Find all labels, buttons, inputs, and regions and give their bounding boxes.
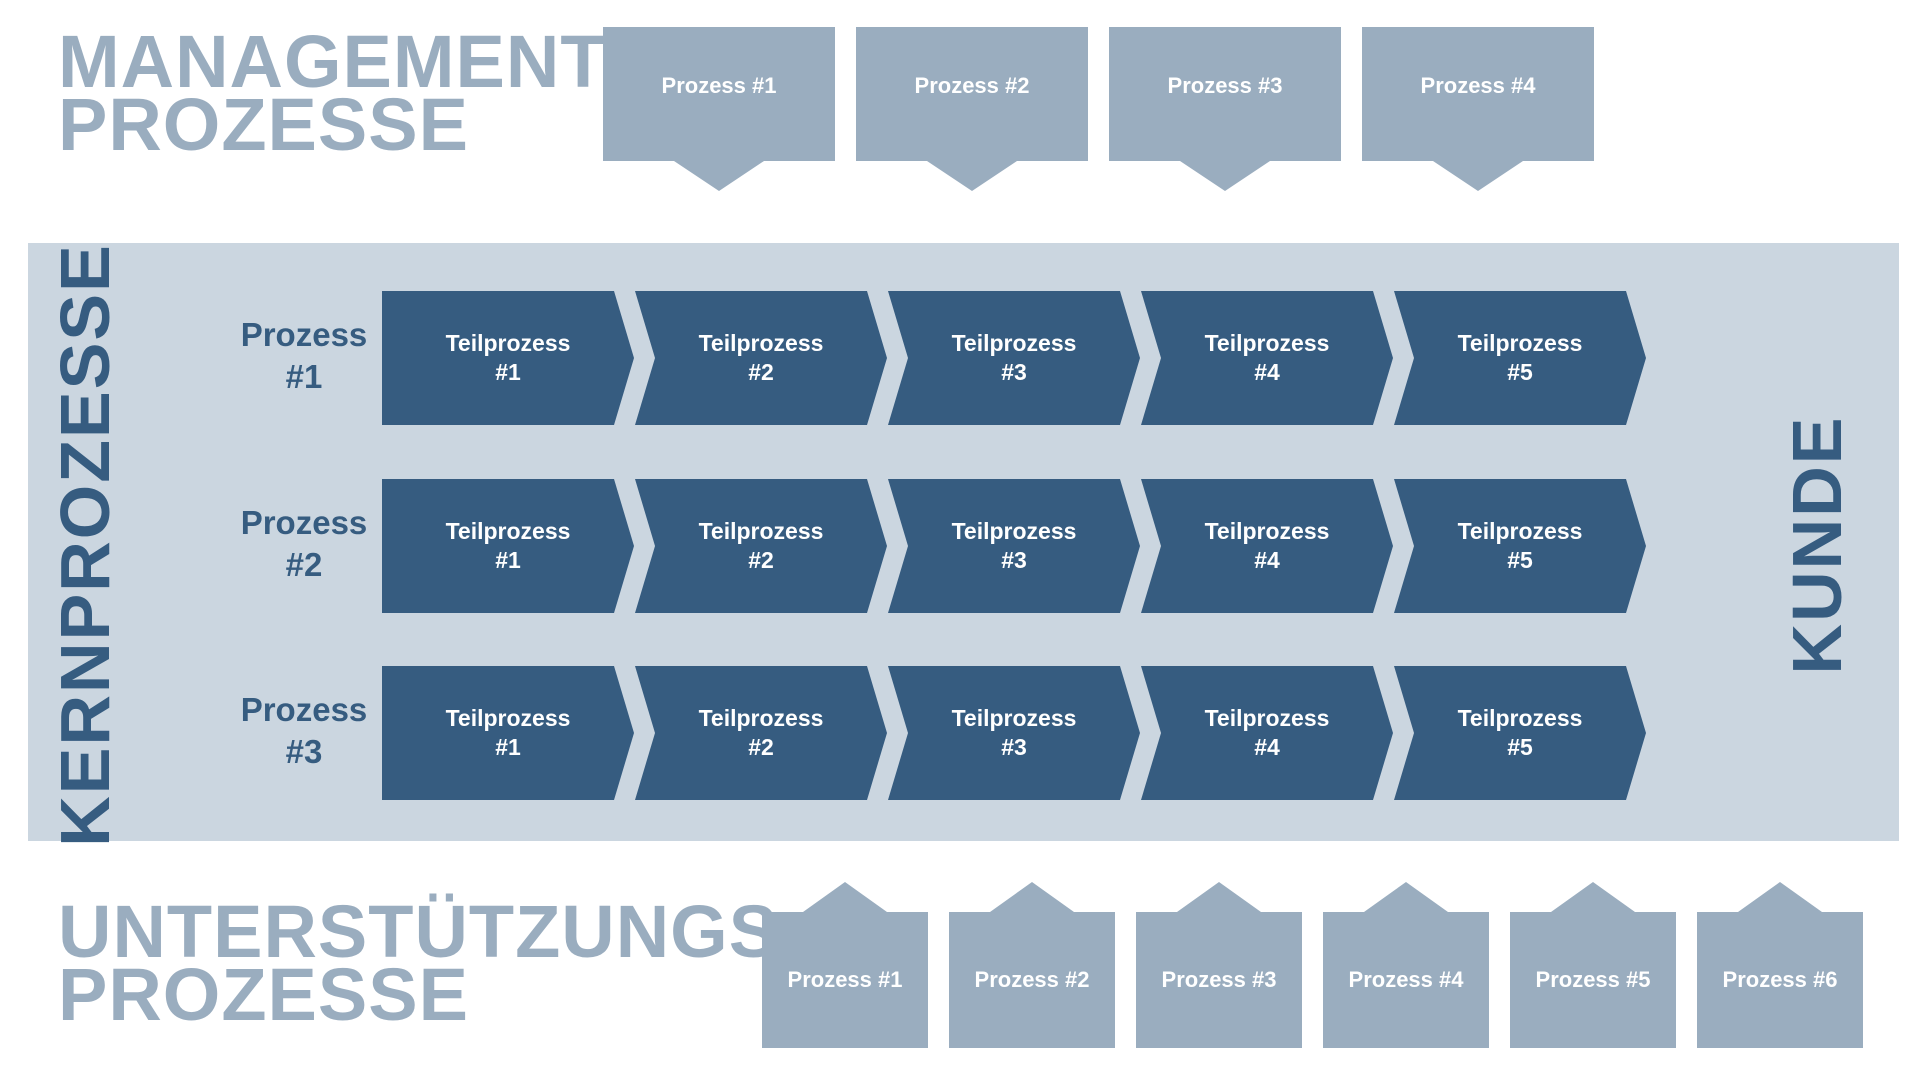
subprocess-label: Teilprozess bbox=[1457, 705, 1583, 731]
subprocess-number: #4 bbox=[1254, 547, 1280, 573]
core-process-label-line2: #3 bbox=[285, 733, 323, 770]
management-process-label: Prozess #3 bbox=[1167, 73, 1283, 98]
subprocess-number: #2 bbox=[748, 359, 774, 385]
support-process-label: Prozess #4 bbox=[1348, 967, 1464, 992]
core-process-label-line2: #1 bbox=[285, 358, 323, 395]
subprocess-number: #3 bbox=[1001, 359, 1027, 385]
customer-label: KUNDE bbox=[1778, 415, 1856, 675]
support-process-label: Prozess #2 bbox=[974, 967, 1090, 992]
subprocess-label: Teilprozess bbox=[951, 330, 1077, 356]
core-process-label-3: Prozess #3 bbox=[234, 689, 374, 773]
subprocess-number: #4 bbox=[1254, 734, 1280, 760]
management-process-1: Prozess #1 bbox=[603, 27, 835, 191]
subprocess-label: Teilprozess bbox=[445, 518, 571, 544]
support-process-label: Prozess #3 bbox=[1161, 967, 1277, 992]
management-process-label: Prozess #2 bbox=[914, 73, 1030, 98]
subprocess-step: Teilprozess #5 bbox=[1394, 291, 1646, 425]
subprocess-step: Teilprozess #1 bbox=[382, 291, 634, 425]
subprocess-label: Teilprozess bbox=[1204, 705, 1330, 731]
support-process-6: Prozess #6 bbox=[1697, 882, 1863, 1048]
core-process-label-line1: Prozess bbox=[240, 691, 368, 728]
subprocess-number: #1 bbox=[495, 359, 521, 385]
subprocess-step: Teilprozess #1 bbox=[382, 666, 634, 800]
core-process-label-1: Prozess #1 bbox=[234, 314, 374, 398]
subprocess-number: #4 bbox=[1254, 359, 1280, 385]
subprocess-label: Teilprozess bbox=[698, 330, 824, 356]
subprocess-number: #1 bbox=[495, 547, 521, 573]
management-process-4: Prozess #4 bbox=[1362, 27, 1594, 191]
subprocess-step: Teilprozess #5 bbox=[1394, 479, 1646, 613]
subprocess-step: Teilprozess #4 bbox=[1141, 291, 1393, 425]
subprocess-label: Teilprozess bbox=[445, 705, 571, 731]
subprocess-step: Teilprozess #2 bbox=[635, 666, 887, 800]
support-process-2: Prozess #2 bbox=[949, 882, 1115, 1048]
core-process-label-2: Prozess #2 bbox=[234, 502, 374, 586]
subprocess-label: Teilprozess bbox=[1457, 518, 1583, 544]
core-processes-side-label: KERNPROZESSE bbox=[46, 243, 124, 847]
subprocess-step: Teilprozess #3 bbox=[888, 666, 1140, 800]
subprocess-label: Teilprozess bbox=[951, 705, 1077, 731]
management-process-label: Prozess #4 bbox=[1420, 73, 1536, 98]
support-process-label: Prozess #1 bbox=[787, 967, 903, 992]
subprocess-number: #5 bbox=[1507, 734, 1533, 760]
management-title-line1: MANAGEMENT bbox=[58, 20, 607, 103]
core-process-label-line1: Prozess bbox=[240, 316, 368, 353]
subprocess-number: #5 bbox=[1507, 547, 1533, 573]
subprocess-step: Teilprozess #1 bbox=[382, 479, 634, 613]
subprocess-label: Teilprozess bbox=[1204, 330, 1330, 356]
subprocess-label: Teilprozess bbox=[698, 705, 824, 731]
subprocess-label: Teilprozess bbox=[445, 330, 571, 356]
support-process-4: Prozess #4 bbox=[1323, 882, 1489, 1048]
subprocess-label: Teilprozess bbox=[951, 518, 1077, 544]
subprocess-label: Teilprozess bbox=[1204, 518, 1330, 544]
subprocess-number: #2 bbox=[748, 547, 774, 573]
subprocess-label: Teilprozess bbox=[1457, 330, 1583, 356]
management-title-line2: PROZESSE bbox=[58, 83, 469, 166]
support-process-1: Prozess #1 bbox=[762, 882, 928, 1048]
subprocess-number: #1 bbox=[495, 734, 521, 760]
management-title: MANAGEMENT PROZESSE bbox=[58, 20, 607, 166]
subprocess-label: Teilprozess bbox=[698, 518, 824, 544]
core-process-label-line2: #2 bbox=[285, 546, 323, 583]
subprocess-step: Teilprozess #2 bbox=[635, 479, 887, 613]
support-process-5: Prozess #5 bbox=[1510, 882, 1676, 1048]
subprocess-step: Teilprozess #4 bbox=[1141, 666, 1393, 800]
support-title-line1: UNTERSTÜTZUNGS bbox=[58, 890, 780, 973]
support-title-line2: PROZESSE bbox=[58, 953, 469, 1036]
support-title: UNTERSTÜTZUNGS PROZESSE bbox=[58, 890, 780, 1036]
support-process-3: Prozess #3 bbox=[1136, 882, 1302, 1048]
support-process-label: Prozess #6 bbox=[1722, 967, 1838, 992]
subprocess-step: Teilprozess #3 bbox=[888, 479, 1140, 613]
management-process-label: Prozess #1 bbox=[661, 73, 777, 98]
management-process-3: Prozess #3 bbox=[1109, 27, 1341, 191]
subprocess-step: Teilprozess #3 bbox=[888, 291, 1140, 425]
core-process-label-line1: Prozess bbox=[240, 504, 368, 541]
subprocess-step: Teilprozess #4 bbox=[1141, 479, 1393, 613]
subprocess-number: #5 bbox=[1507, 359, 1533, 385]
management-process-2: Prozess #2 bbox=[856, 27, 1088, 191]
subprocess-number: #3 bbox=[1001, 734, 1027, 760]
subprocess-step: Teilprozess #5 bbox=[1394, 666, 1646, 800]
subprocess-step: Teilprozess #2 bbox=[635, 291, 887, 425]
subprocess-number: #3 bbox=[1001, 547, 1027, 573]
support-process-label: Prozess #5 bbox=[1535, 967, 1651, 992]
subprocess-number: #2 bbox=[748, 734, 774, 760]
